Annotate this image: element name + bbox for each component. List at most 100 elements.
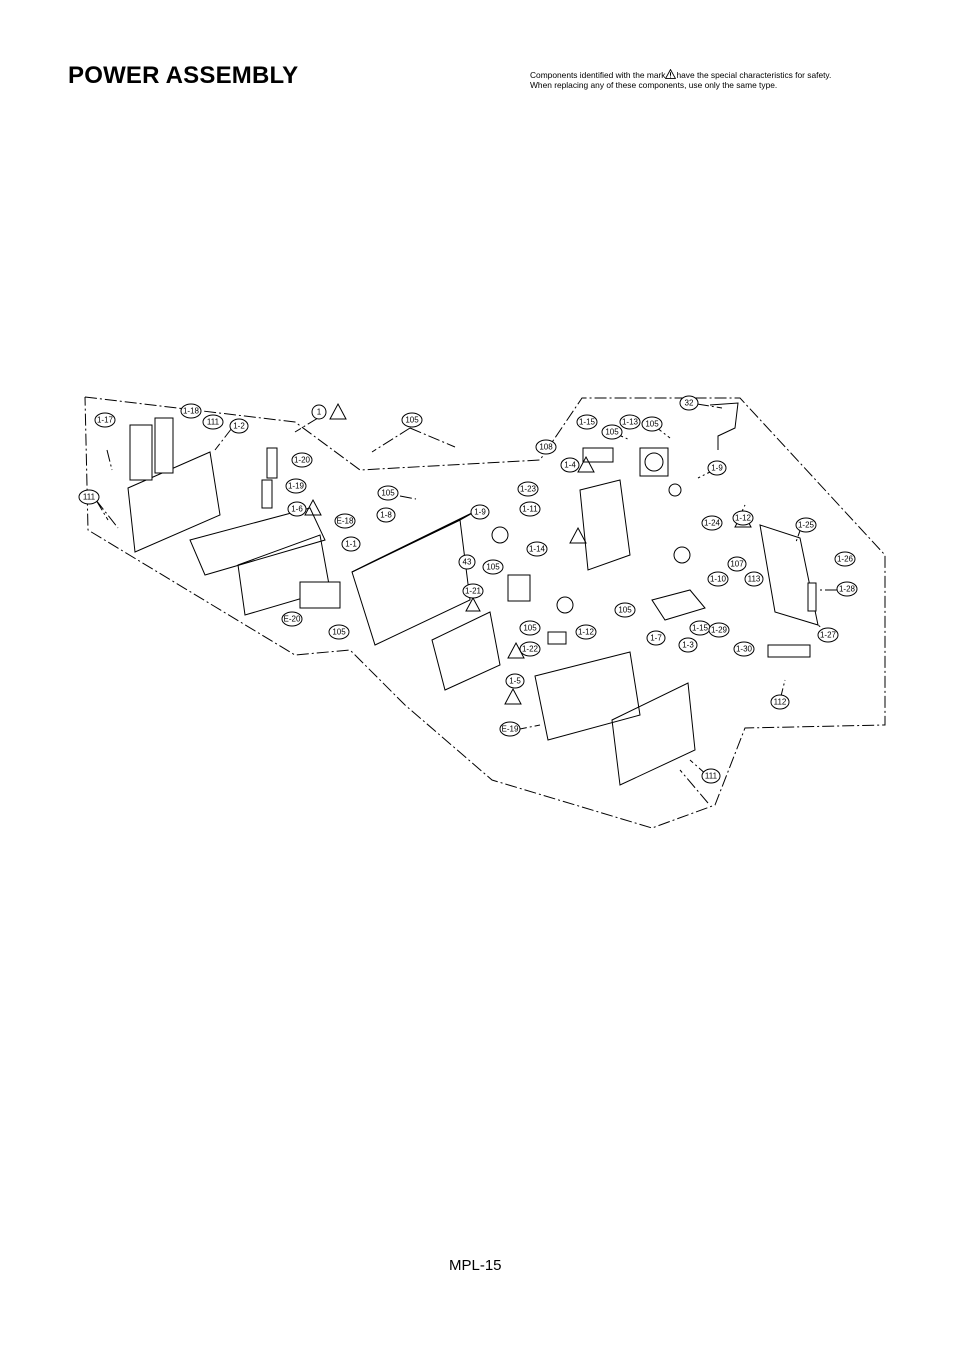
part-connector-e20 [299,581,341,609]
callout-ellipse [678,637,698,653]
callout-ellipse [646,630,666,646]
part-pcb-1-6 [189,507,326,576]
callout-label: E-19 [502,725,519,734]
callout-label: 1-12 [735,514,752,523]
callout-label: 1-10 [710,575,727,584]
warning-triangle-icon [569,526,587,544]
callout-ellipse [401,412,423,428]
callout-label: 1-8 [380,511,392,520]
parts [127,402,819,786]
callout-ellipse [770,694,790,710]
callout-ellipse [817,627,839,643]
callout-ellipse [499,721,521,737]
callout-label: 1-25 [798,521,815,530]
part-holder-1-25 [759,524,819,626]
callout-ellipse [727,556,747,572]
part-lamp-housing-1-14 [579,479,631,571]
callout-ellipse [328,624,350,640]
callout-label: 1-6 [291,505,303,514]
callout-ellipse [341,536,361,552]
callout-labels: 1-17 1-18 111 1-2 111 1-20 1-19 1-6 E-18… [83,399,856,781]
page-title: POWER ASSEMBLY [68,62,299,89]
callout-ellipse [482,559,504,575]
part-chassis-1-1 [351,519,471,646]
callout-label: E-20 [284,615,301,624]
callout-label: 1-12 [578,628,595,637]
callout-ellipse [614,602,636,618]
part-board-back-left [127,451,221,553]
warning-triangle-icon [665,69,677,79]
safety-note-part2: have the special characteristics for saf… [676,70,832,80]
callout-label: 1-21 [465,587,482,596]
callout-ellipse [834,551,856,567]
callout-label: 108 [539,443,553,452]
callout-label: 105 [381,489,395,498]
callout-label: 1-1 [345,540,357,549]
assembly-boundary [84,396,886,829]
callout-label: 107 [730,560,744,569]
part-cap-1-22 [547,631,567,645]
callout-label: 105 [605,428,619,437]
warning-triangle-icon [465,596,481,612]
callout-ellipse [679,395,699,411]
callout-ellipse [576,414,598,430]
callout-ellipse [619,414,641,430]
callout-label: 1-22 [522,645,539,654]
callout-ellipse [334,513,356,529]
callout-label: 1-28 [839,585,856,594]
part-strip-1-18 [154,417,174,474]
callout-ellipse [836,581,858,597]
callout-ellipse [519,641,541,657]
callout-label: 105 [618,606,632,615]
warning-triangle-icon [577,455,595,473]
callout-ellipse [519,620,541,636]
callout-ellipse [701,768,721,784]
callout-ellipse [641,416,663,432]
part-strip-1-17 [129,424,153,481]
callout-label: 1-20 [294,456,311,465]
boundary-outline [84,396,886,829]
callout-ellipse [707,571,729,587]
callout-label: 1-5 [509,677,521,686]
page-number: MPL-15 [449,1257,502,1274]
callout-label: 105 [645,420,659,429]
part-fan-1-13 [639,447,669,477]
safety-note-line1: Components identified with the mark have … [530,69,831,80]
callout-ellipse [519,501,541,517]
callout-label: 1 [317,408,322,417]
part-coil-1-12 [556,596,574,614]
safety-note-line2: When replacing any of these components, … [530,80,778,90]
callout-label: 1-11 [522,505,538,514]
callout-label: 1-27 [820,631,837,640]
callout-label: 1-15 [692,624,709,633]
callout-ellipse [180,403,202,419]
safety-note-part1: Components identified with the mark [530,70,666,80]
part-plate-1-15b [651,589,706,621]
part-strip-1-26 [807,582,817,612]
callout-label: 1-7 [650,634,662,643]
callout-ellipse [795,517,817,533]
callout-ellipse [708,622,730,638]
part-bar-1-27 [767,644,811,658]
callout-ellipse [94,412,116,428]
warning-triangle-icon [504,687,522,705]
callout-ellipse [377,485,399,501]
callout-ellipse [732,510,754,526]
part-transformer-1-21 [507,574,531,602]
part-fan-hub [644,452,664,472]
callout-label: 111 [705,772,718,781]
callout-label: 105 [332,628,346,637]
part-block-1-15 [582,447,614,463]
part-strip-1-20 [266,447,278,479]
warning-triangle-icon [329,402,347,420]
callout-label: 43 [463,558,472,567]
callout-ellipse [505,673,525,689]
callout-ellipse [535,439,557,455]
callout-label: 1-9 [711,464,723,473]
callout-ellipse [470,504,490,520]
callout-ellipse [462,583,484,599]
part-bulb-1-9b [668,483,682,497]
callout-ellipse [287,501,307,517]
callout-label: 105 [405,416,419,425]
callout-label: 32 [685,399,694,408]
